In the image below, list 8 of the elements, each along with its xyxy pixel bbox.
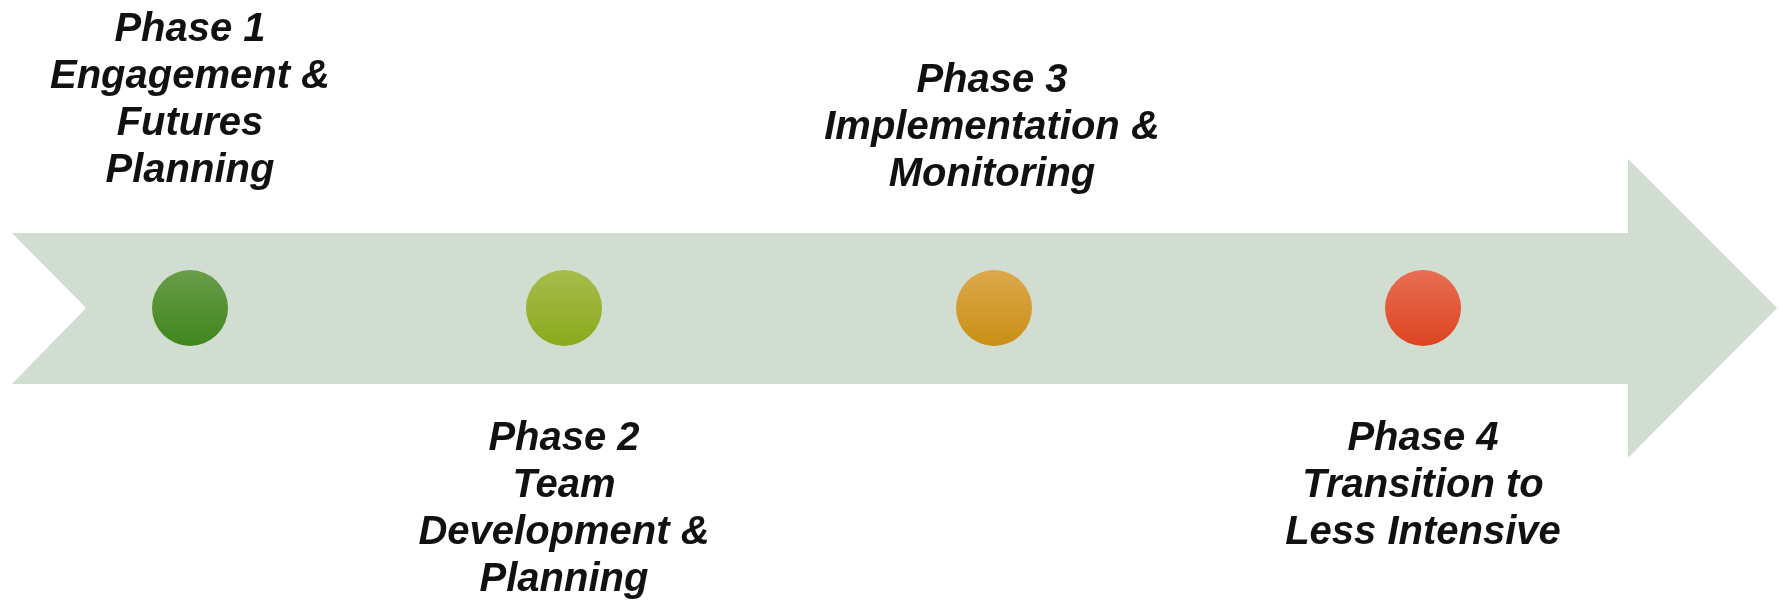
phase-heading: Phase 1 bbox=[113, 4, 267, 51]
phase-heading: Phase 3 bbox=[915, 55, 1069, 102]
phase-heading: Phase 2 bbox=[487, 413, 641, 460]
phase-title: Transition to Less Intensive bbox=[1284, 460, 1562, 554]
phase-heading: Phase 4 bbox=[1346, 413, 1500, 460]
phase-title: Team Development & Planning bbox=[417, 460, 711, 601]
phase-title: Implementation & Monitoring bbox=[823, 102, 1161, 196]
phase-title: Engagement & Futures Planning bbox=[48, 51, 331, 192]
